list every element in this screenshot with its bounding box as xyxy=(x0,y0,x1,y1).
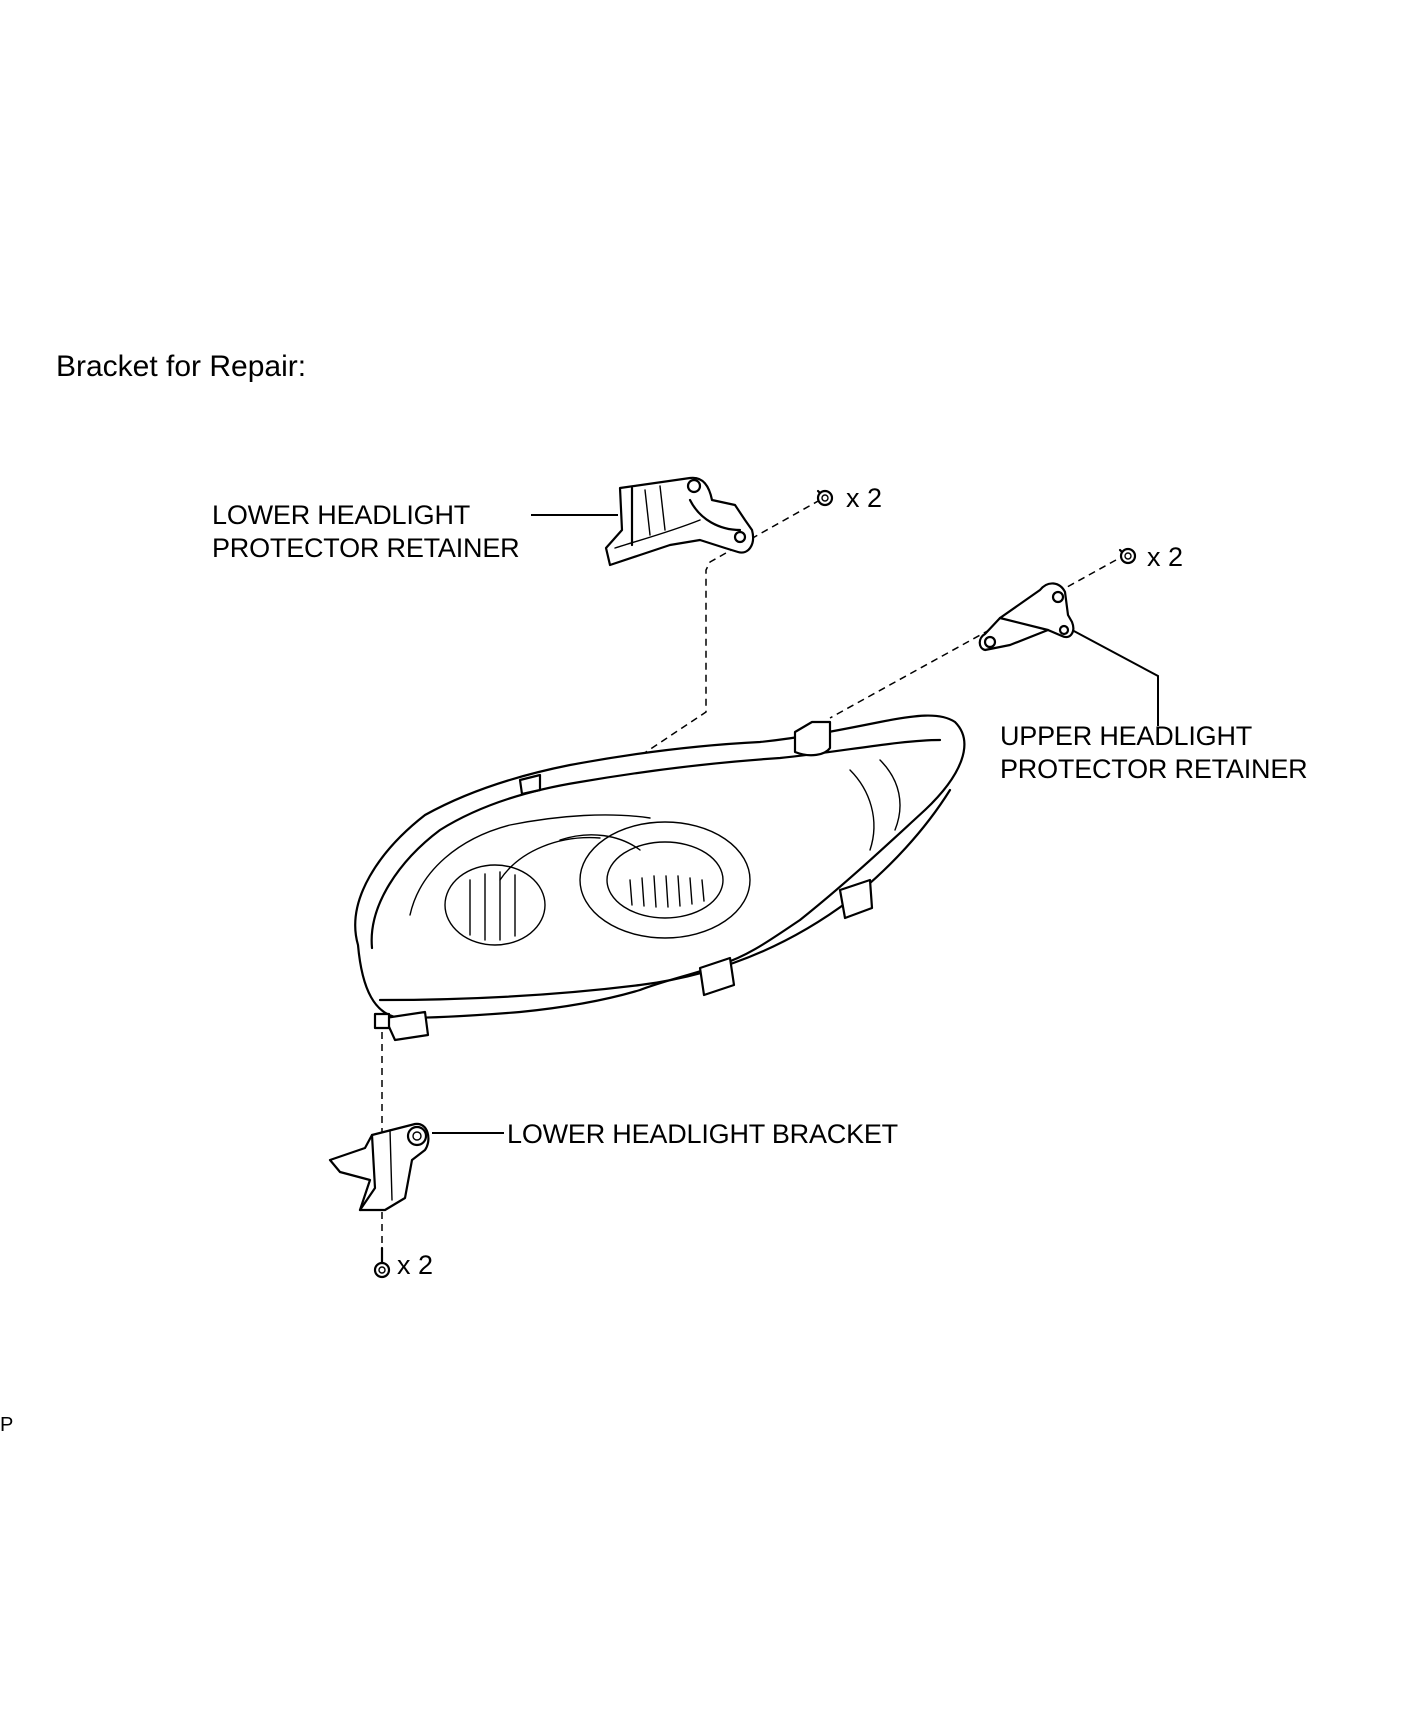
corner-code: P xyxy=(0,1414,14,1436)
label-upper-retainer-line1: UPPER HEADLIGHT xyxy=(1000,721,1253,751)
upper-headlight-protector-retainer xyxy=(978,582,1075,652)
qty-lower-bracket-bolts: x 2 xyxy=(397,1250,434,1280)
label-lower-bracket: LOWER HEADLIGHT BRACKET xyxy=(507,1119,898,1149)
bolt-icon xyxy=(373,1246,391,1279)
leader-lines xyxy=(432,514,1159,1134)
reflector-ribs xyxy=(629,875,705,908)
lower-headlight-bracket xyxy=(328,1122,430,1212)
headlight-assembly xyxy=(354,714,966,1042)
qty-lower-retainer-bolts: x 2 xyxy=(846,483,883,513)
bolt-icon xyxy=(816,489,834,507)
bolt-icon xyxy=(1118,547,1137,565)
lower-headlight-protector-retainer xyxy=(604,476,755,567)
page-title: Bracket for Repair: xyxy=(56,350,307,383)
label-upper-retainer-line2: PROTECTOR RETAINER xyxy=(1000,754,1308,784)
label-lower-retainer-line1: LOWER HEADLIGHT xyxy=(212,500,471,530)
qty-upper-retainer-bolts: x 2 xyxy=(1147,542,1184,572)
label-lower-retainer-line2: PROTECTOR RETAINER xyxy=(212,533,520,563)
